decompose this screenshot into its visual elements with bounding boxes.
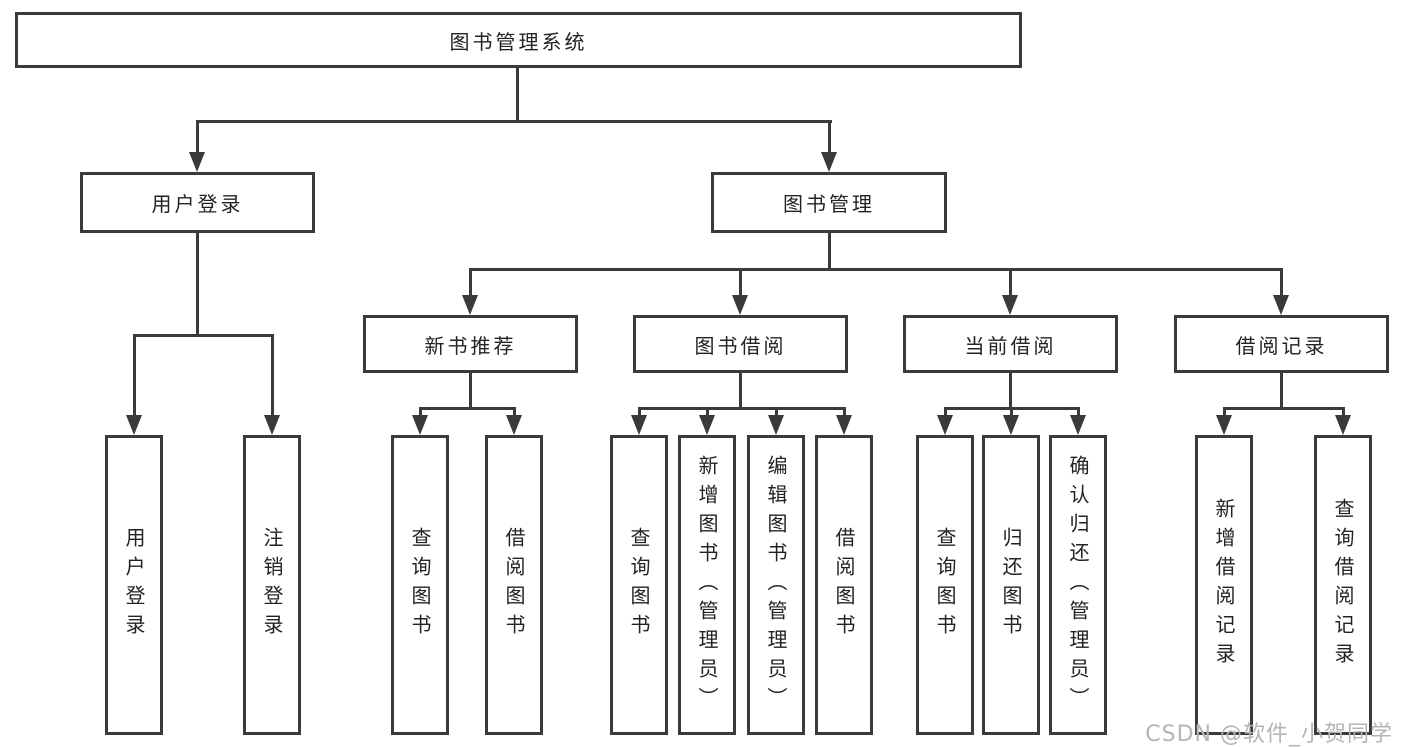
- leaf-logout: 注销登录: [243, 435, 301, 735]
- arrowhead-icon: [699, 415, 715, 435]
- leaf-borrow-book: 借阅图书: [815, 435, 873, 735]
- connector-borrow-leaf3: [775, 407, 778, 419]
- leaf-return-book: 归还图书: [982, 435, 1040, 735]
- leaf-newbook-borrow: 借阅图书: [485, 435, 543, 735]
- connector-current-leaf1: [944, 407, 947, 419]
- connector-current-leaf2: [1010, 407, 1013, 419]
- leaf-user-login-label: 用户登录: [122, 527, 146, 643]
- leaf-query-borrow-record-label: 查询借阅记录: [1331, 498, 1355, 672]
- node-borrow-record-label: 借阅记录: [1235, 333, 1328, 358]
- arrowhead-icon: [631, 415, 647, 435]
- leaf-current-query: 查询图书: [916, 435, 974, 735]
- arrowhead-icon: [937, 415, 953, 435]
- arrowhead-icon: [1216, 415, 1232, 435]
- arrowhead-icon: [506, 415, 522, 435]
- arrowhead-icon: [1335, 415, 1351, 435]
- leaf-logout-label: 注销登录: [260, 527, 284, 643]
- connector-borrow-leaf1: [638, 407, 641, 419]
- connector-user-rail: [133, 334, 274, 337]
- leaf-borrow-query-label: 查询图书: [627, 527, 651, 643]
- node-user-login-label: 用户登录: [151, 192, 244, 216]
- leaf-borrow-query: 查询图书: [610, 435, 668, 735]
- arrowhead-icon: [1003, 415, 1019, 435]
- arrowhead-icon: [732, 295, 748, 315]
- leaf-borrow-add-book-admin: 新增图书（管理员）: [678, 435, 736, 735]
- arrowhead-icon: [189, 152, 205, 172]
- connector-root-rail: [196, 120, 832, 123]
- connector-book-sec2: [739, 268, 742, 298]
- leaf-query-borrow-record: 查询借阅记录: [1314, 435, 1372, 735]
- connector-book-sec3: [1009, 268, 1012, 298]
- node-book-borrow-label: 图书借阅: [694, 333, 787, 358]
- connector-current-stem: [1009, 373, 1012, 410]
- arrowhead-icon: [126, 415, 142, 435]
- connector-book-rail: [469, 268, 1283, 271]
- arrowhead-icon: [1002, 295, 1018, 315]
- leaf-add-borrow-record: 新增借阅记录: [1195, 435, 1253, 735]
- connector-book-sec4: [1280, 268, 1283, 298]
- leaf-confirm-return-admin: 确认归还（管理员）: [1049, 435, 1107, 735]
- connector-book-sec1: [469, 268, 472, 298]
- connector-record-stem: [1280, 373, 1283, 410]
- leaf-return-book-label: 归还图书: [999, 527, 1023, 643]
- leaf-confirm-return-admin-label: 确认归还（管理员）: [1066, 454, 1090, 716]
- node-borrow-record: 借阅记录: [1174, 315, 1389, 373]
- leaf-user-login: 用户登录: [105, 435, 163, 735]
- leaf-newbook-borrow-label: 借阅图书: [502, 527, 526, 643]
- arrowhead-icon: [264, 415, 280, 435]
- connector-user-stem: [196, 233, 199, 337]
- leaf-borrow-edit-book-admin-label: 编辑图书（管理员）: [764, 454, 788, 716]
- connector-record-leaf2: [1342, 407, 1345, 419]
- connector-record-leaf1: [1223, 407, 1226, 419]
- leaf-newbook-query: 查询图书: [391, 435, 449, 735]
- connector-borrow-leaf4: [843, 407, 846, 419]
- node-user-login: 用户登录: [80, 172, 315, 233]
- arrowhead-icon: [1070, 415, 1086, 435]
- connector-user-leaf1: [133, 334, 136, 418]
- arrowhead-icon: [1273, 295, 1289, 315]
- leaf-borrow-add-book-admin-label: 新增图书（管理员）: [695, 454, 719, 716]
- connector-book-stem: [828, 233, 831, 271]
- leaf-newbook-query-label: 查询图书: [408, 527, 432, 643]
- leaf-add-borrow-record-label: 新增借阅记录: [1212, 498, 1236, 672]
- node-book-management: 图书管理: [711, 172, 947, 233]
- connector-record-rail: [1223, 407, 1345, 410]
- node-root-label: 图书管理系统: [449, 29, 588, 54]
- leaf-borrow-edit-book-admin: 编辑图书（管理员）: [747, 435, 805, 735]
- connector-borrow-rail: [638, 407, 846, 410]
- arrowhead-icon: [821, 152, 837, 172]
- connector-root-to-book: [828, 120, 831, 152]
- leaf-current-query-label: 查询图书: [933, 527, 957, 643]
- connector-current-leaf3: [1077, 407, 1080, 419]
- node-current-borrow: 当前借阅: [903, 315, 1118, 373]
- connector-user-leaf2: [271, 334, 274, 418]
- connector-new-leaf2: [513, 407, 516, 419]
- node-new-book-recommend: 新书推荐: [363, 315, 578, 373]
- arrowhead-icon: [768, 415, 784, 435]
- leaf-borrow-book-label: 借阅图书: [832, 527, 856, 643]
- node-book-management-label: 图书管理: [783, 192, 875, 216]
- connector-root-stem: [516, 68, 519, 122]
- connector-borrow-stem: [739, 373, 742, 410]
- arrowhead-icon: [836, 415, 852, 435]
- csdn-watermark: CSDN @软件_小贺同学: [1145, 722, 1393, 747]
- node-new-book-recommend-label: 新书推荐: [424, 333, 517, 358]
- connector-new-leaf1: [419, 407, 422, 419]
- connector-new-stem: [469, 373, 472, 410]
- arrowhead-icon: [462, 295, 478, 315]
- connector-borrow-leaf2: [706, 407, 709, 419]
- node-book-borrow: 图书借阅: [633, 315, 848, 373]
- node-root: 图书管理系统: [15, 12, 1022, 68]
- connector-root-to-user: [196, 120, 199, 152]
- node-current-borrow-label: 当前借阅: [964, 333, 1057, 358]
- arrowhead-icon: [412, 415, 428, 435]
- connector-new-rail: [419, 407, 516, 410]
